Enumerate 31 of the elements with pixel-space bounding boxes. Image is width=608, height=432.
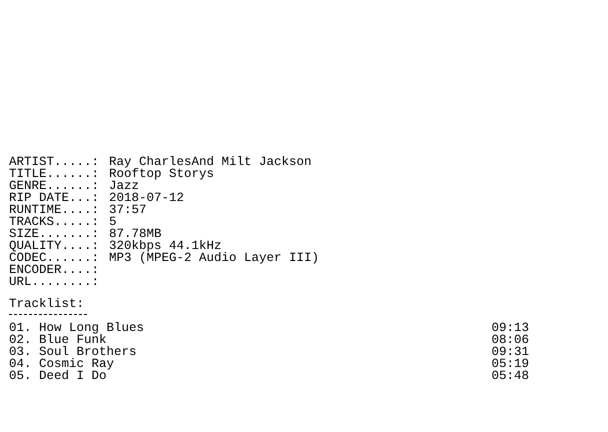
track-title: 02. Blue Funk [9, 334, 107, 346]
field-key: RUNTIME....: [9, 204, 100, 216]
field-value: 320kbps 44.1kHz [109, 240, 222, 252]
field-key: ARTIST.....: [9, 156, 100, 168]
track-duration: 09:31 [491, 346, 529, 358]
field-key: SIZE.......: [9, 228, 100, 240]
track-title: 01. How Long Blues [9, 322, 144, 334]
field-value: 2018-07-12 [109, 192, 184, 204]
track-title: 03. Soul Brothers [9, 346, 137, 358]
track-duration: 09:13 [491, 322, 529, 334]
field-key: TRACKS.....: [9, 216, 100, 228]
field-value: MP3 (MPEG-2 Audio Layer III) [109, 252, 320, 264]
field-key: QUALITY....: [9, 240, 100, 252]
field-value: Jazz [109, 180, 140, 192]
field-key: URL........: [9, 276, 100, 288]
track-title: 04. Cosmic Ray [9, 358, 114, 370]
track-title: 05. Deed I Do [9, 370, 107, 382]
field-key: CODEC......: [9, 252, 100, 264]
field-key: RIP DATE...: [9, 192, 100, 204]
field-value: 5 [109, 216, 117, 228]
field-value: Ray CharlesAnd Milt Jackson [109, 156, 312, 168]
field-value: 37:57 [109, 204, 147, 216]
field-value: Rooftop Storys [109, 168, 214, 180]
track-duration: 05:48 [491, 370, 529, 382]
field-key: ENCODER....: [9, 264, 100, 276]
field-key: TITLE......: [9, 168, 100, 180]
section-heading: Tracklist: [9, 298, 84, 310]
track-duration: 08:06 [491, 334, 529, 346]
track-duration: 05:19 [491, 358, 529, 370]
field-key: GENRE......: [9, 180, 100, 192]
field-value: 87.78MB [109, 228, 162, 240]
